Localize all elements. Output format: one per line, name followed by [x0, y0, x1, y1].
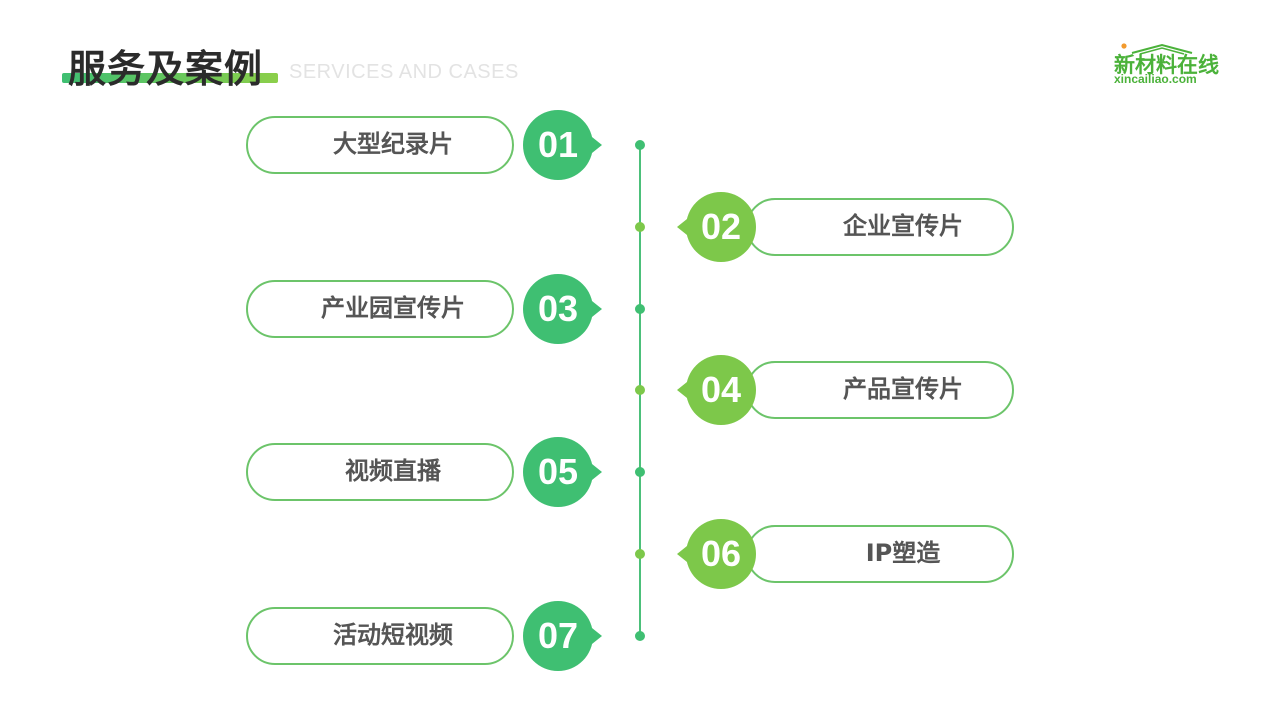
timeline-dot [635, 385, 645, 396]
service-label: 活动短视频 [333, 620, 453, 649]
timeline-dot [635, 467, 645, 478]
timeline-dot [635, 140, 645, 150]
service-label: IP塑造 [865, 539, 941, 567]
logo-url: xincailiao.com [1114, 72, 1197, 86]
logo-wordmark: 新材料在线 [1114, 53, 1219, 77]
service-item-01[interactable]: 大型纪录片 [246, 116, 514, 174]
service-number-badge: 07 [523, 600, 602, 671]
service-label: 产业园宣传片 [321, 293, 465, 322]
service-number-badge: 05 [523, 437, 602, 508]
service-number-badge: 02 [677, 191, 756, 262]
service-number-badge: 06 [677, 519, 756, 589]
service-item-04[interactable]: 产品宣传片 [746, 361, 1014, 420]
service-number-badge: 03 [523, 273, 602, 344]
roof-icon [1121, 43, 1193, 55]
service-item-02[interactable]: 企业宣传片 [746, 197, 1014, 256]
service-number-badge: 04 [677, 355, 756, 426]
timeline-dot [635, 303, 645, 314]
service-label: 产品宣传片 [843, 375, 963, 404]
timeline-dot [635, 630, 645, 641]
page-title: 服务及案例 [68, 47, 264, 91]
service-label: 大型纪录片 [333, 130, 453, 158]
service-item-05[interactable]: 视频直播 [246, 443, 514, 502]
timeline-dot [635, 549, 645, 559]
service-item-03[interactable]: 产业园宣传片 [246, 279, 514, 338]
service-item-07[interactable]: 活动短视频 [246, 606, 514, 665]
timeline-dot [635, 221, 645, 232]
service-item-06[interactable]: IP塑造 [746, 525, 1014, 583]
service-number-badge: 01 [523, 110, 602, 180]
title-underline-bar [62, 73, 278, 83]
service-label: 企业宣传片 [843, 211, 963, 240]
brand-logo: 新材料在线 xincailiao.com [1112, 42, 1222, 88]
service-label: 视频直播 [345, 457, 441, 486]
page-subtitle: SERVICES AND CASES [289, 61, 519, 83]
